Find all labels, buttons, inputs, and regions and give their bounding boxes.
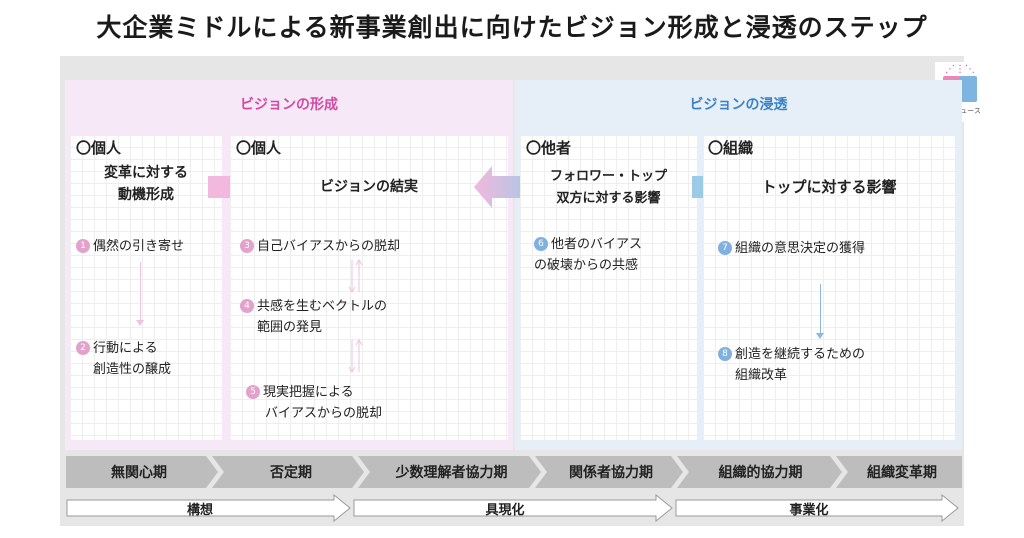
phase-label: 組織的協力期 <box>718 465 803 481</box>
step-number-badge: 4 <box>240 299 254 313</box>
step-number-badge: 7 <box>718 241 732 255</box>
flow-arrow-line <box>820 284 821 336</box>
column-1-head: 〇個人 <box>76 139 122 157</box>
flow-arrow-head-icon <box>136 320 144 326</box>
column-1-subtitle-line1: 変革に対する <box>104 165 188 181</box>
step-text-line1: 他者のバイアス <box>551 237 643 252</box>
stage-label: 事業化 <box>789 502 829 518</box>
step-text-line1: 創造を継続するための <box>735 347 866 362</box>
column-others <box>520 135 697 440</box>
column-4-subtitle: トップに対する影響 <box>761 178 897 196</box>
step-text-line2: バイアスからの脱却 <box>265 406 383 421</box>
step-item: 4 共感を生むベクトルの 範囲の発見 <box>240 296 387 338</box>
step-text-line2: 創造性の醸成 <box>93 362 172 377</box>
diagram-title: 大企業ミドルによる新事業創出に向けたビジョン形成と浸透のステップ <box>96 13 928 42</box>
step-number-badge: 3 <box>240 239 254 253</box>
column-organization <box>703 135 955 440</box>
step-item: 1 偶然の引き寄せ <box>76 236 184 257</box>
step-text: 共感を生むベクトルの 範囲の発見 <box>257 296 387 338</box>
step-number-badge: 2 <box>76 341 90 355</box>
phase-label: 組織変革期 <box>867 465 937 481</box>
step-item: 8 創造を継続するための 組織改革 <box>718 344 865 386</box>
step-number-badge: 8 <box>718 347 732 361</box>
column-1-subtitle: 変革に対する 動機形成 <box>70 162 222 206</box>
step-text: 自己バイアスからの脱却 <box>257 239 401 254</box>
logo-rays-icon: ⋰⋮⋱ <box>945 64 975 75</box>
penetration-title: ビジョンの浸透 <box>689 97 788 113</box>
column-4-head: 〇組織 <box>708 139 754 157</box>
step-text: 偶然の引き寄せ <box>93 239 185 254</box>
step-text-line1: 共感を生むベクトルの <box>257 299 388 314</box>
step-number-badge: 5 <box>246 385 260 399</box>
phase-label: 少数理解者協力期 <box>395 465 508 481</box>
step-item: 7 組織の意思決定の獲得 <box>718 238 865 259</box>
stage-label: 具現化 <box>485 502 525 518</box>
column-2-subtitle: ビジョンの結実 <box>320 179 418 195</box>
step-text: 組織の意思決定の獲得 <box>735 241 866 256</box>
step-text-line2: 組織改革 <box>735 368 788 383</box>
step-text-line2: 範囲の発見 <box>257 320 323 335</box>
step-text-line1: 現実把握による <box>263 385 354 400</box>
step-text-line1: 行動による <box>93 341 158 356</box>
step-text-line2: の破壊からの共感 <box>534 258 639 273</box>
column-3-subtitle: フォロワー・トップ 双方に対する影響 <box>520 166 697 210</box>
formation-title: ビジョンの形成 <box>240 97 338 113</box>
step-text: 他者のバイアス の破壊からの共感 <box>534 234 643 276</box>
bidirectional-arrow-icon <box>348 339 363 373</box>
stage-bar <box>66 494 959 522</box>
step-item: 3 自己バイアスからの脱却 <box>240 236 400 257</box>
bidirectional-arrow-icon <box>348 259 363 293</box>
phase-label: 無関心期 <box>111 465 167 481</box>
flow-arrow-line <box>140 262 141 324</box>
column-3-head: 〇他者 <box>526 139 572 157</box>
step-number-badge: 6 <box>534 237 548 251</box>
column-3-subtitle-line2: 双方に対する影響 <box>556 191 661 206</box>
step-item: 6 他者のバイアス の破壊からの共感 <box>534 234 642 276</box>
step-number-badge: 1 <box>76 239 90 253</box>
column-individual-vision <box>230 135 508 440</box>
phase-bar <box>66 456 962 488</box>
phase-label: 否定期 <box>270 465 312 481</box>
step-text: 創造を継続するための 組織改革 <box>735 344 865 386</box>
step-text: 行動による 創造性の醸成 <box>93 338 171 380</box>
step-text: 現実把握による バイアスからの脱却 <box>263 382 382 424</box>
stage-label: 構想 <box>186 502 213 518</box>
step-item: 5 現実把握による バイアスからの脱却 <box>246 382 382 424</box>
column-1-subtitle-line2: 動機形成 <box>118 187 174 203</box>
step-item: 2 行動による 創造性の醸成 <box>76 338 171 380</box>
column-3-subtitle-line1: フォロワー・トップ <box>549 169 667 184</box>
flow-arrow-head-icon <box>816 333 824 339</box>
column-2-head: 〇個人 <box>236 139 282 157</box>
phase-label: 関係者協力期 <box>569 465 653 481</box>
column-individual-motivation <box>70 135 222 440</box>
